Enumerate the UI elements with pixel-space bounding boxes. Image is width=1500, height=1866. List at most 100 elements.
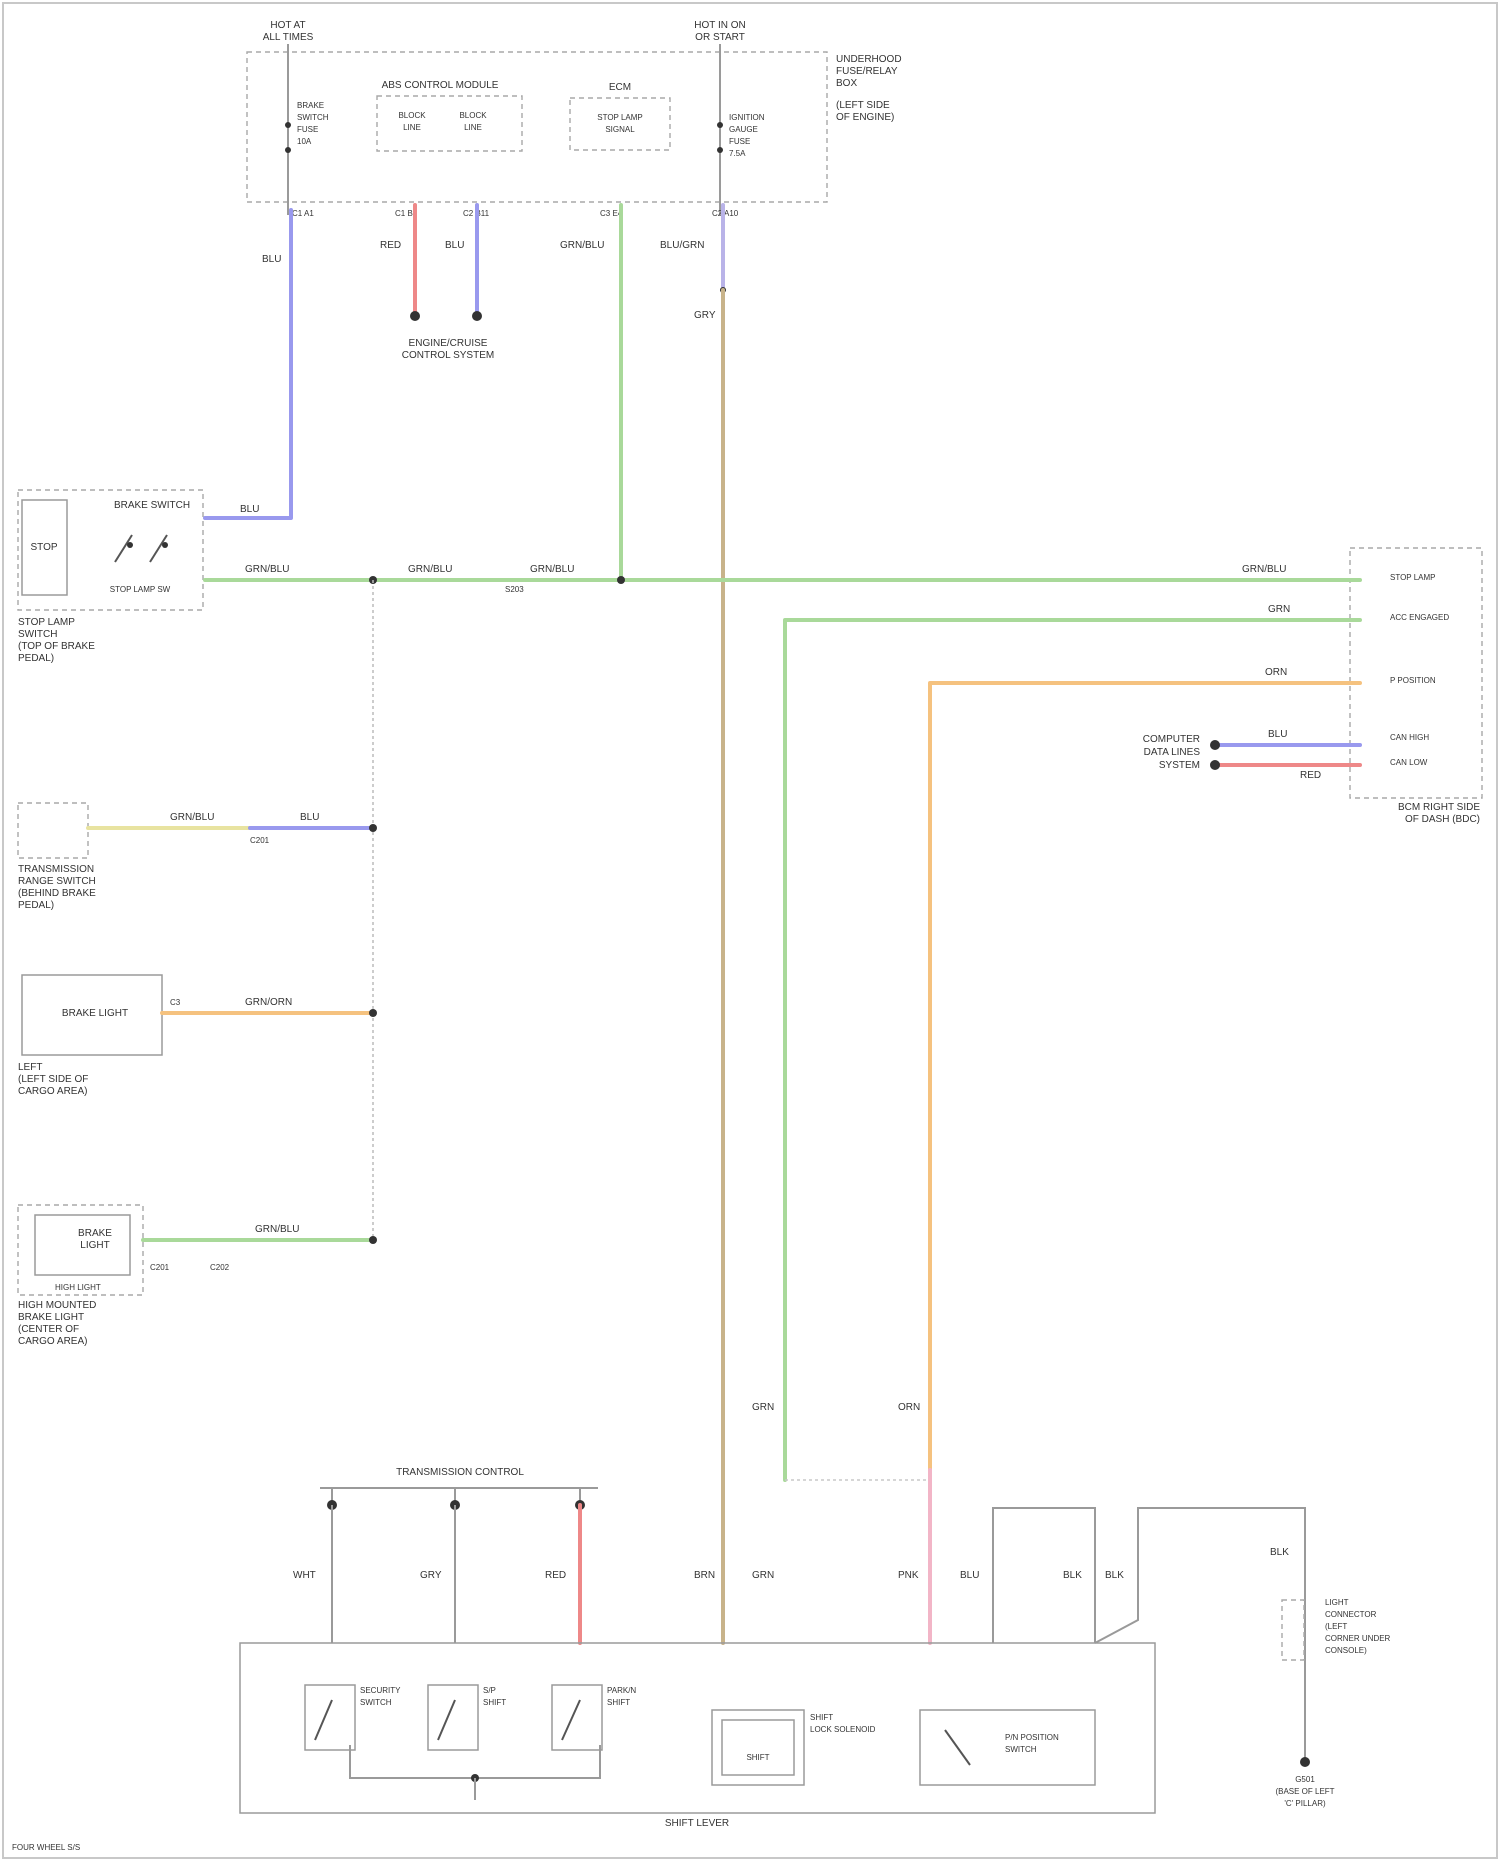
ground-conn-label-1: LIGHT xyxy=(1325,1598,1349,1607)
switch-pin-label: STOP LAMP SW xyxy=(110,585,171,594)
switch-contact-1 xyxy=(115,535,132,562)
wire-blk-ground xyxy=(1095,1508,1305,1760)
sw1-label-2: SWITCH xyxy=(360,1698,392,1707)
ground-conn-label-5: CONSOLE) xyxy=(1325,1646,1367,1655)
wire-blu-label: BLU xyxy=(262,254,281,265)
solenoid-label-2: LOCK SOLENOID xyxy=(810,1725,876,1734)
brake-light-left-label: BRAKE LIGHT xyxy=(62,1008,128,1019)
trans-range-box xyxy=(18,803,88,858)
switch-bar-label: TRANSMISSION CONTROL xyxy=(396,1467,524,1478)
sw1-box xyxy=(305,1685,355,1750)
brake-left-caption-2: (LEFT SIDE OF xyxy=(18,1074,88,1085)
switch-node-1 xyxy=(127,542,133,548)
ground-conn-label-3: (LEFT xyxy=(1325,1622,1347,1631)
fuse-run-label-2: OR START xyxy=(695,32,745,43)
ground-conn-label-2: CONNECTOR xyxy=(1325,1610,1377,1619)
fuse-a-label-1: BRAKE xyxy=(297,101,324,110)
can-low-terminal xyxy=(1210,760,1220,770)
w9-label: BLK xyxy=(1105,1570,1124,1581)
wire-red-label: RED xyxy=(380,240,401,251)
can-link-3: SYSTEM xyxy=(1159,760,1200,771)
ecm-box xyxy=(570,98,670,150)
trans-caption-4: PEDAL) xyxy=(18,900,54,911)
pn-switch-label-1: P/N POSITION xyxy=(1005,1733,1059,1742)
bcm-pin5: CAN LOW xyxy=(1390,758,1428,767)
sw3-contact xyxy=(562,1700,580,1740)
hmbl-caption-2: BRAKE LIGHT xyxy=(18,1312,84,1323)
bus-splice-label: S203 xyxy=(505,585,524,594)
wire-grn-bcm xyxy=(785,620,1360,1480)
bottom-orn-label: ORN xyxy=(898,1402,920,1413)
w1-label: WHT xyxy=(293,1570,316,1581)
shift-lever-box xyxy=(240,1643,1155,1813)
w10-label: BLK xyxy=(1270,1547,1289,1558)
switch-caption-3: (TOP OF BRAKE xyxy=(18,641,95,652)
abs-module-box xyxy=(377,96,522,151)
solenoid-label-1: SHIFT xyxy=(810,1713,833,1722)
abs-pin2-label-1: BLOCK xyxy=(459,111,487,120)
sw3-label-1: PARK/N xyxy=(607,1686,636,1695)
ecm-title: ECM xyxy=(609,82,631,93)
bcm-wire4-label: BLU xyxy=(1268,729,1287,740)
fuse-b-label-4: 7.5A xyxy=(729,149,746,158)
fuse-b-node-1 xyxy=(717,122,723,128)
fuse-a-node-2 xyxy=(285,147,291,153)
bcm-pin4: CAN HIGH xyxy=(1390,733,1429,742)
fuse-power-label-2: ALL TIMES xyxy=(263,32,314,43)
bottom-grn-label: GRN xyxy=(752,1402,774,1413)
can-link-2: DATA LINES xyxy=(1144,747,1201,758)
hmbl-conn-2: C202 xyxy=(210,1263,230,1272)
bcm-wire2-label: GRN xyxy=(1268,604,1290,615)
hmbl-caption-1: HIGH MOUNTED xyxy=(18,1300,96,1311)
brake-left-caption-1: LEFT xyxy=(18,1062,42,1073)
switch-caption-4: PEDAL) xyxy=(18,653,54,664)
sw2-box xyxy=(428,1685,478,1750)
brake-left-splice xyxy=(369,1009,377,1017)
ecm-pin-label-1: STOP LAMP xyxy=(597,113,643,122)
bus-splice-2 xyxy=(617,576,625,584)
ground-label-3: 'C' PILLAR) xyxy=(1284,1799,1326,1808)
bcm-pin1: STOP LAMP xyxy=(1390,573,1436,582)
fuse-b-label-3: FUSE xyxy=(729,137,750,146)
fuse-a-label-4: 10A xyxy=(297,137,312,146)
switch-contact-2 xyxy=(150,535,167,562)
bus-label-2: GRN/BLU xyxy=(408,564,452,575)
brake-left-wire-label: GRN/ORN xyxy=(245,997,292,1008)
footer-label: FOUR WHEEL S/S xyxy=(12,1843,80,1852)
w7-label: BLU xyxy=(960,1570,979,1581)
pn-switch-label-2: SWITCH xyxy=(1005,1745,1037,1754)
hmbl-wire-label: GRN/BLU xyxy=(255,1224,299,1235)
fuse-box-loc-1: (LEFT SIDE xyxy=(836,100,890,111)
abs-pin1-label-1: BLOCK xyxy=(398,111,426,120)
bus-label-1: GRN/BLU xyxy=(245,564,289,575)
fuse-box-name-3: BOX xyxy=(836,78,857,89)
wire-gry-label: GRY xyxy=(694,310,716,321)
pn-switch-contact xyxy=(945,1730,970,1765)
wire-blu-abs-label: BLU xyxy=(445,240,464,251)
w4-label: BRN xyxy=(694,1570,715,1581)
hmbl-label-1: BRAKE xyxy=(78,1228,112,1239)
sw3-box xyxy=(552,1685,602,1750)
bcm-wire1-label: GRN/BLU xyxy=(1242,564,1286,575)
trans-conn-label: C201 xyxy=(250,836,270,845)
switch-title: BRAKE SWITCH xyxy=(114,500,190,511)
w3-label: RED xyxy=(545,1570,566,1581)
solenoid-inner xyxy=(722,1720,794,1775)
wire-orn-bcm xyxy=(930,683,1360,1470)
bcm-name-2: OF DASH (BDC) xyxy=(1405,814,1480,825)
fuse-a-node-1 xyxy=(285,122,291,128)
hmbl-label-2: LIGHT xyxy=(80,1240,109,1251)
ground-label-2: (BASE OF LEFT xyxy=(1275,1787,1334,1796)
sw2-label-2: SHIFT xyxy=(483,1698,506,1707)
trans-wire2-label: BLU xyxy=(300,812,319,823)
hmbl-splice xyxy=(369,1236,377,1244)
sw3-label-2: SHIFT xyxy=(607,1698,630,1707)
abs-pin2-label-2: LINE xyxy=(464,123,482,132)
fuse-b-node-2 xyxy=(717,147,723,153)
can-high-terminal xyxy=(1210,740,1220,750)
ground-label-1: G501 xyxy=(1295,1775,1315,1784)
trans-caption-3: (BEHIND BRAKE xyxy=(18,888,96,899)
bcm-wire5-label: RED xyxy=(1300,770,1321,781)
wire-blu-grn-label: BLU/GRN xyxy=(660,240,704,251)
